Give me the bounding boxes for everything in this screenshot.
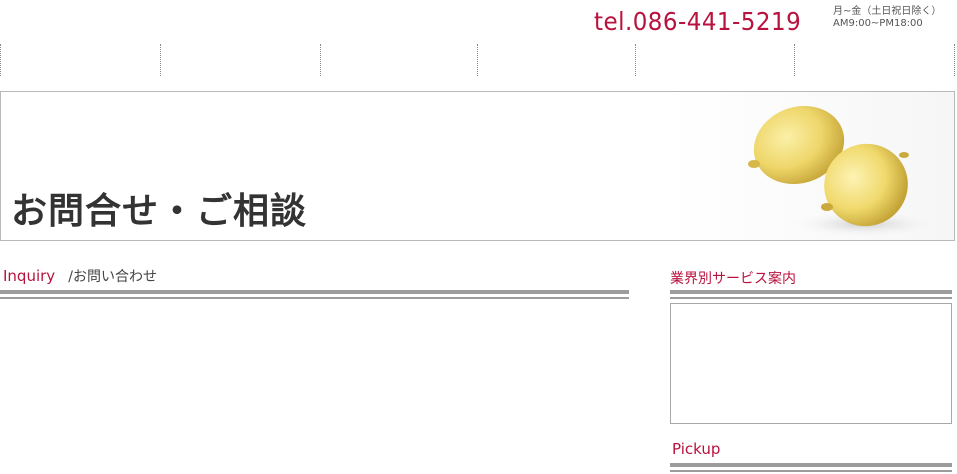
page-title: お問合せ・ご相談 [11,191,308,232]
services-title-rule [670,290,952,299]
business-days: 月~金（土日祝日除く） [833,6,942,17]
nav-item-1[interactable] [0,44,160,76]
global-nav [0,44,957,76]
pickup-title-rule [670,463,952,472]
nav-item-2[interactable] [160,44,320,76]
heading-en: Inquiry [3,267,56,285]
header-contact: tel.086-441-5219 月~金（土日祝日除く） AM9:00~PM18… [594,4,954,38]
pickup-title: Pickup [672,440,721,458]
heading-jp: /お問い合わせ [68,269,157,285]
nav-item-5[interactable] [635,44,794,76]
main-heading-rule [0,290,629,299]
phone-number[interactable]: tel.086-441-5219 [594,7,802,36]
nav-item-3[interactable] [320,44,477,76]
services-title: 業界別サービス案内 [670,271,796,287]
hero-banner: お問合せ・ご相談 [0,91,955,241]
lemons-image [748,105,944,238]
main-heading: Inquiry /お問い合わせ [3,266,629,286]
nav-item-6[interactable] [794,44,955,76]
business-time: AM9:00~PM18:00 [833,18,923,29]
services-box [670,303,952,424]
business-hours: 月~金（土日祝日除く） AM9:00~PM18:00 [833,6,941,30]
nav-item-4[interactable] [477,44,635,76]
